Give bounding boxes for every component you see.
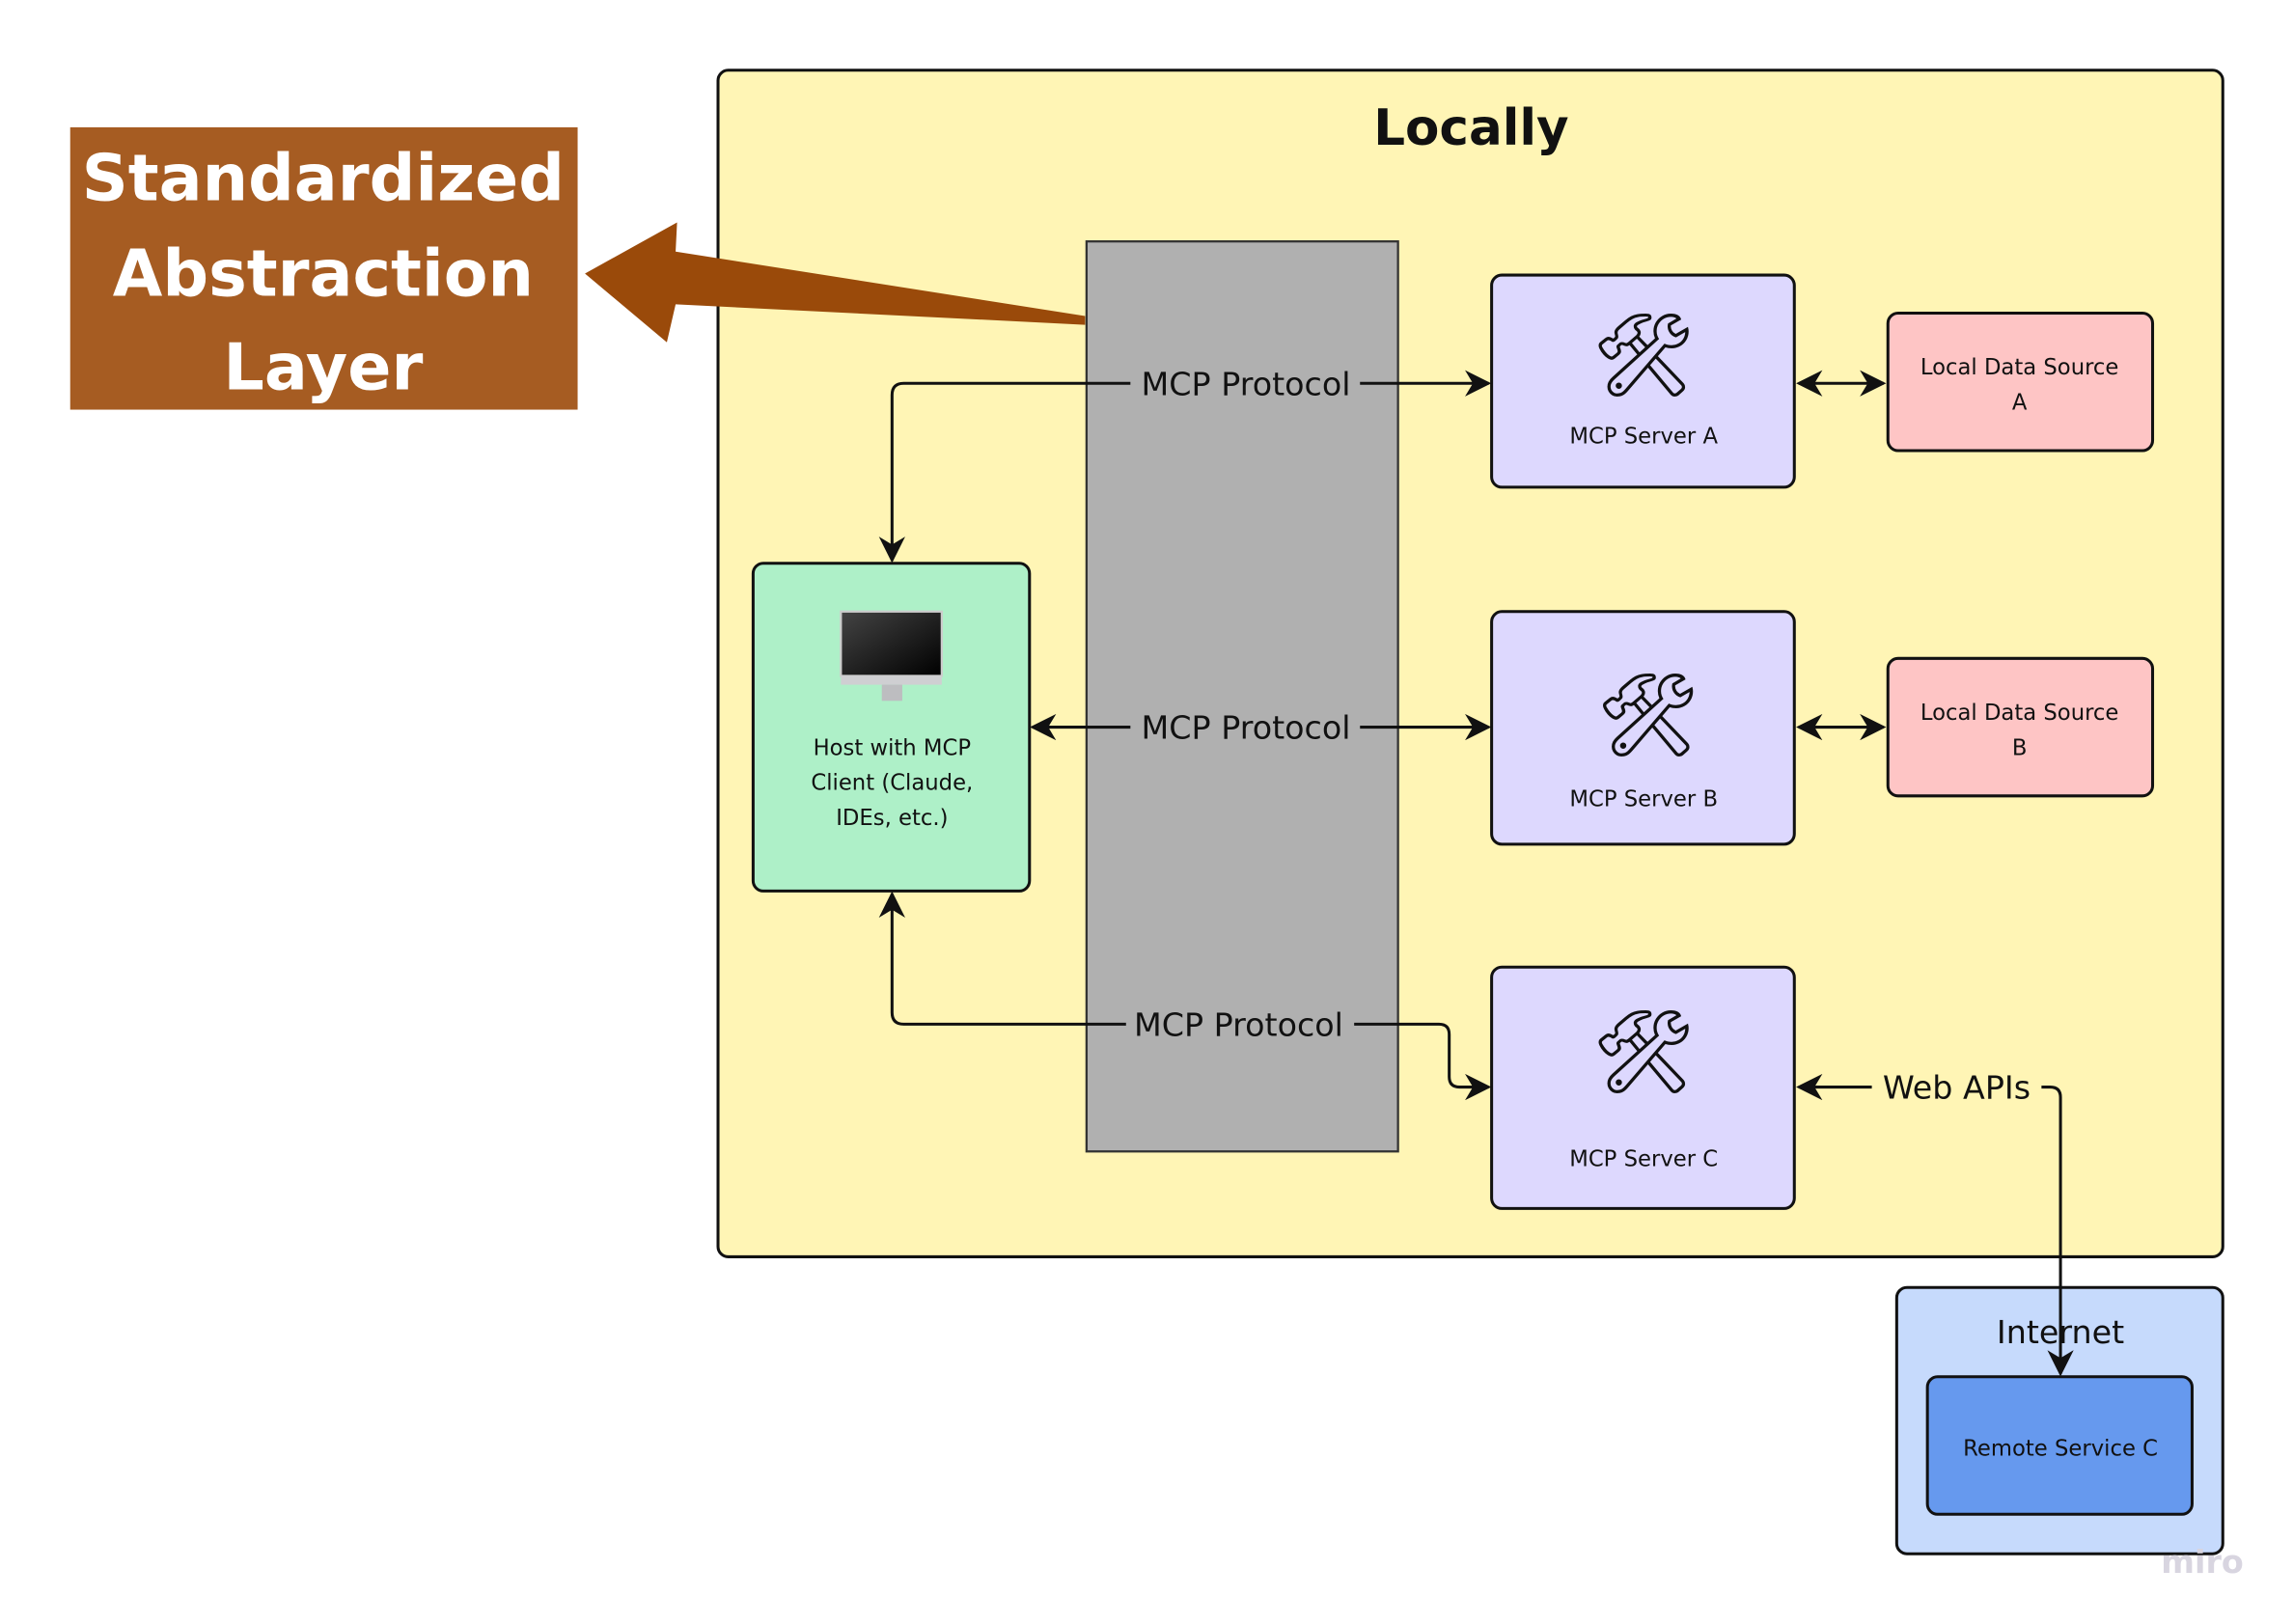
callout-line-2: Abstraction [113, 235, 534, 311]
mcp-protocol-column [1085, 240, 1399, 1153]
data-source-b-line-2: B [2012, 735, 2028, 760]
server-b-label: MCP Server B [1569, 786, 1718, 812]
local-data-source-b[interactable]: Local Data Source B [1886, 656, 2155, 798]
callout-arrow [585, 222, 1086, 343]
edge-protocol-to-server-c [1354, 1022, 1492, 1101]
local-data-source-a[interactable]: Local Data Source A [1886, 311, 2155, 453]
protocol-label-middle: MCP Protocol [1142, 709, 1351, 747]
protocol-label-bottom: MCP Protocol [1134, 1005, 1343, 1043]
remote-service-box[interactable] [1925, 1375, 2194, 1516]
server-c-box[interactable] [1490, 965, 1796, 1210]
host-label-line-2: Client (Claude, [811, 771, 973, 796]
host-node[interactable]: Host with MCP Client (Claude, IDEs, etc.… [751, 562, 1032, 893]
hammer-and-wrench-icon: 🛠 [1591, 1005, 1696, 1100]
host-label-line-3: IDEs, etc.) [836, 806, 948, 831]
protocol-label-top: MCP Protocol [1142, 365, 1351, 402]
mcp-server-a[interactable]: 🛠 MCP Server A [1490, 273, 1796, 489]
callout-box [69, 126, 578, 410]
web-apis-label: Web APIs [1883, 1069, 2031, 1107]
edge-web-apis-to-remote-service [2041, 1086, 2074, 1377]
server-a-box[interactable] [1490, 273, 1796, 489]
edge-protocol-to-host-top [878, 381, 1131, 564]
data-source-a-box[interactable] [1886, 311, 2155, 453]
data-source-b-box[interactable] [1886, 656, 2155, 798]
data-source-a-line-2: A [2012, 391, 2028, 416]
host-label-line-1: Host with MCP [814, 735, 971, 760]
server-b-box[interactable] [1490, 610, 1796, 846]
remote-service-label: Remote Service C [1963, 1437, 2158, 1462]
mcp-server-c[interactable]: 🛠 MCP Server C [1490, 965, 1796, 1210]
data-source-b-line-1: Local Data Source [1920, 701, 2119, 726]
standardized-abstraction-layer-callout: Standardized Abstraction Layer [69, 126, 578, 410]
hammer-and-wrench-icon: 🛠 [1596, 668, 1700, 763]
callout-line-3: Layer [223, 329, 423, 404]
host-box[interactable] [751, 562, 1032, 893]
local-region-title: Locally [1373, 99, 1568, 157]
miro-watermark: miro [2161, 1543, 2243, 1581]
edge-protocol-to-host-bottom [878, 891, 1126, 1026]
data-source-a-line-1: Local Data Source [1920, 355, 2119, 380]
hammer-and-wrench-icon: 🛠 [1591, 308, 1696, 403]
callout-line-1: Standardized [82, 141, 565, 216]
mcp-server-b[interactable]: 🛠 MCP Server B [1490, 610, 1796, 846]
server-c-label: MCP Server C [1569, 1146, 1718, 1171]
server-a-label: MCP Server A [1569, 424, 1718, 449]
desktop-computer-icon [840, 610, 943, 702]
